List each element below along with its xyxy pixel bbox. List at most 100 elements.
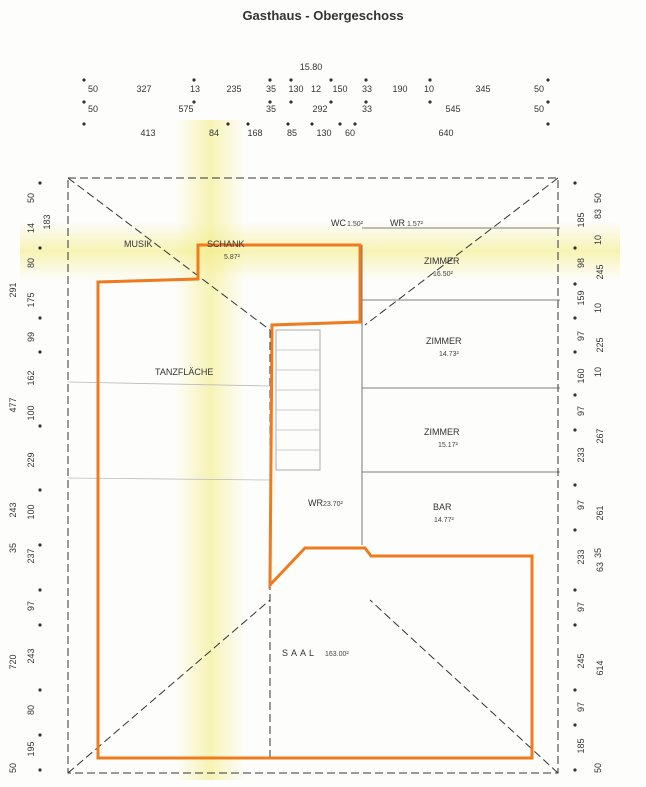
dimension-label: 97: [576, 602, 586, 612]
dimension-label: 640: [438, 128, 453, 138]
dimension-label: 190: [392, 84, 407, 94]
dimension-label: 229: [26, 452, 36, 467]
dimension-label: 98: [576, 258, 586, 268]
dimension-label: 35: [266, 84, 276, 94]
room-area: 15.17²: [438, 442, 459, 449]
dimension-label: 130: [288, 84, 303, 94]
dimension-tick: [573, 528, 577, 532]
dimension-label: 175: [26, 292, 36, 307]
dimension-label: 50: [593, 193, 603, 203]
dimension-label: 235: [226, 84, 241, 94]
building-outline: [67, 177, 559, 774]
dimension-label: 233: [576, 549, 586, 564]
dimension-label: 50: [593, 763, 603, 773]
dimension-tick: [573, 350, 577, 354]
dimension-label: 13: [190, 84, 200, 94]
dimension-label: 35: [593, 548, 603, 558]
dimension-label: 159: [576, 290, 586, 305]
right-dimension-chain: 1859815997160972339723397245971855083101…: [573, 181, 605, 773]
dimension-label: 243: [26, 648, 36, 663]
dimension-label: 97: [26, 601, 36, 611]
dimension-label: 33: [362, 84, 372, 94]
highlight-band-horizontal: [20, 222, 620, 280]
dimension-label: 130: [316, 128, 331, 138]
dimension-tick: [573, 181, 577, 185]
dimension-label: 195: [26, 741, 36, 756]
dimension-tick: [226, 122, 230, 126]
dimension-label: 84: [209, 128, 219, 138]
dimension-tick: [546, 100, 550, 104]
dimension-tick: [310, 122, 314, 126]
dimension-label: 10: [424, 84, 434, 94]
dimension-label: 160: [576, 368, 586, 383]
room-area: 16.50²: [433, 271, 454, 278]
dimension-label: 10: [593, 235, 603, 245]
dimension-total: 15.80: [300, 62, 323, 72]
dimension-label: 10: [593, 367, 603, 377]
dimension-label: 50: [88, 84, 98, 94]
dimension-label: 345: [475, 84, 490, 94]
dimension-label: 80: [26, 705, 36, 715]
left-dimension-chain: 2914772433572050501480175991621002291002…: [8, 181, 52, 773]
dimension-tick: [329, 78, 333, 82]
dimension-label: 327: [136, 84, 151, 94]
room-name: MUSIK: [124, 239, 153, 249]
dimension-tick: [38, 350, 42, 354]
interior-walls: [67, 227, 560, 545]
room-name: SAAL: [282, 648, 317, 658]
dimension-tick: [573, 316, 577, 320]
dimension-tick: [364, 100, 368, 104]
dimension-tick: [268, 78, 272, 82]
dimension-label: 245: [595, 264, 605, 279]
dimension-label: 162: [26, 370, 36, 385]
dimension-label: 97: [576, 406, 586, 416]
highlight-band-vertical: [175, 120, 245, 780]
dimension-label: 477: [8, 397, 18, 412]
dimension-label: 50: [8, 763, 18, 773]
room-area: 5.87²: [224, 254, 241, 261]
room-name: ZIMMER: [424, 256, 460, 266]
dimension-label: 100: [26, 504, 36, 519]
room-name: WR: [390, 218, 405, 228]
dimension-label: 97: [576, 702, 586, 712]
dimension-label: 168: [247, 128, 262, 138]
dimension-tick: [38, 543, 42, 547]
room-area: 1.50²: [347, 221, 364, 228]
dimension-label: 50: [534, 84, 544, 94]
dimension-tick: [546, 122, 550, 126]
room-labels: MUSIK SCHANK 5.87² WC 1.50² WR 1.57² ZIM…: [124, 218, 462, 658]
dimension-label: 614: [595, 660, 605, 675]
dimension-tick: [573, 246, 577, 250]
dimension-label: 243: [8, 502, 18, 517]
dimension-label: 233: [576, 447, 586, 462]
room-name: WR: [308, 498, 323, 508]
dimension-label: 185: [576, 738, 586, 753]
dimension-tick: [38, 688, 42, 692]
dimension-tick: [268, 100, 272, 104]
dimension-tick: [38, 733, 42, 737]
room-name: TANZFLÄCHE: [155, 367, 213, 377]
dimension-label: 545: [445, 104, 460, 114]
dimension-tick: [286, 122, 290, 126]
dimension-tick: [546, 78, 550, 82]
dimension-tick: [573, 588, 577, 592]
dimension-label: 245: [576, 653, 586, 668]
dimension-tick: [353, 122, 357, 126]
dimension-label: 14: [26, 223, 36, 233]
dimension-label: 80: [26, 258, 36, 268]
dimension-tick: [428, 78, 432, 82]
dimension-tick: [38, 623, 42, 627]
dimension-label: 292: [312, 104, 327, 114]
dimension-tick: [573, 623, 577, 627]
dimension-label: 85: [287, 128, 297, 138]
room-name: SCHANK: [207, 239, 245, 249]
dimension-label: 97: [576, 331, 586, 341]
dimension-label: 291: [8, 282, 18, 297]
dimension-tick: [573, 483, 577, 487]
dimension-label: 720: [8, 654, 18, 669]
dimension-tick: [573, 723, 577, 727]
dimension-label: 185: [576, 212, 586, 227]
room-area: 14.77²: [434, 517, 455, 524]
